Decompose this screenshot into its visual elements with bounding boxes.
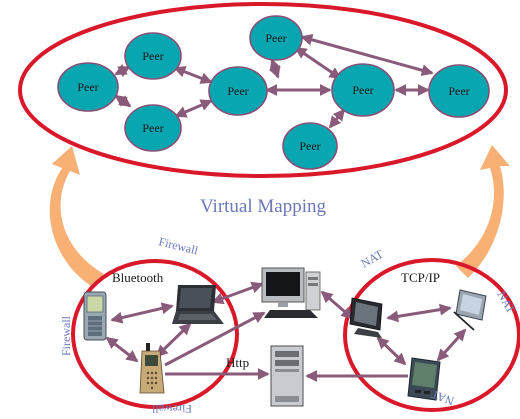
firewall-label-left: Firewall: [59, 315, 73, 356]
peer-node: Peer: [124, 104, 182, 152]
mapping-arrow-right: [456, 145, 510, 278]
peer-label: Peer: [142, 121, 163, 135]
mobile-phone-icon: [139, 343, 165, 394]
peer-label: Peer: [299, 139, 320, 153]
pda-icon: [83, 291, 107, 341]
pda-stylus-icon: [453, 289, 487, 331]
desktop-computer-icon: [261, 267, 321, 318]
palm-pda-icon: [407, 357, 441, 401]
virtual-mapping-label: Virtual Mapping: [200, 196, 327, 217]
peer-node: Peer: [208, 66, 268, 116]
firewall-label-top: Firewall: [157, 234, 200, 257]
peer-node: Peer: [428, 64, 490, 118]
http-label: Http: [226, 355, 249, 370]
tcpip-label: TCP/IP: [401, 270, 440, 285]
virtual-links: [114, 33, 434, 129]
peer-label: Peer: [448, 84, 469, 98]
peer-node: Peer: [331, 63, 395, 117]
peer-label: Peer: [265, 31, 286, 45]
physical-links: [105, 281, 467, 382]
peer-node: Peer: [124, 32, 182, 80]
nat-label-top: NAT: [359, 246, 387, 270]
server-tower-icon: [270, 345, 304, 407]
bluetooth-label: Bluetooth: [112, 270, 164, 285]
bluetooth-network-boundary: [71, 259, 239, 409]
peer-label: Peer: [77, 80, 98, 94]
peer-node: Peer: [249, 15, 303, 61]
flat-monitor-icon: [349, 297, 383, 338]
peer-label: Peer: [227, 84, 248, 98]
mapping-arrow-left: [49, 146, 104, 286]
peer-node: Peer: [57, 62, 119, 112]
firewall-label-bottom: Firewall: [151, 402, 192, 416]
laptop-icon: [172, 285, 224, 324]
peer-label: Peer: [352, 83, 373, 97]
peer-label: Peer: [142, 49, 163, 63]
virtual-network-boundary: [18, 2, 508, 178]
tcpip-network-boundary: [343, 258, 520, 412]
peer-node: Peer: [282, 122, 338, 170]
